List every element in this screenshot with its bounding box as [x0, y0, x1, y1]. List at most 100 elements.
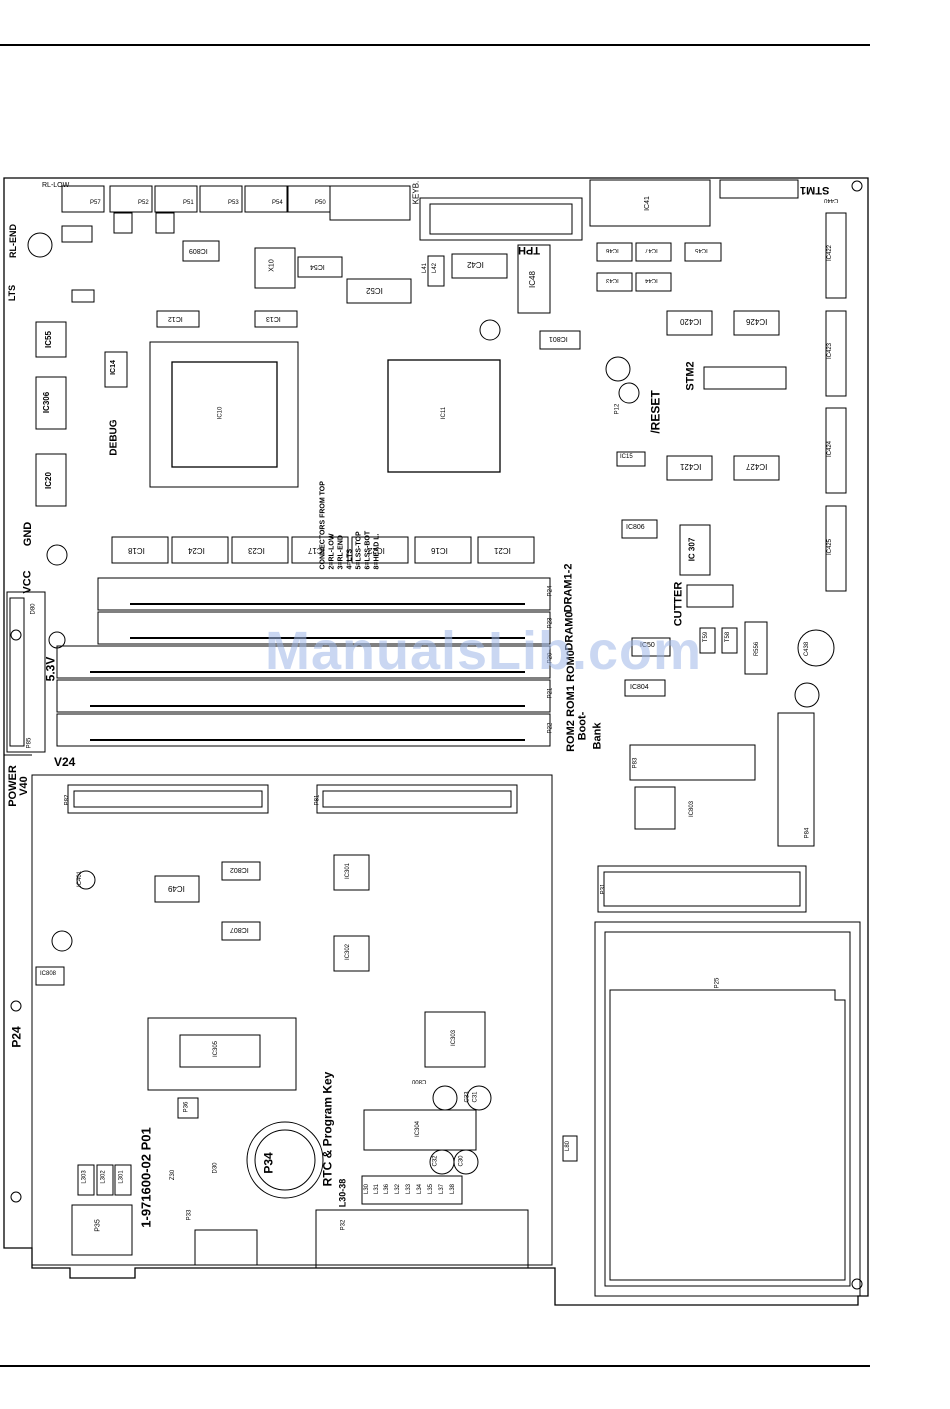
component-label: P21	[547, 687, 554, 699]
component-label: P81	[314, 794, 321, 806]
watermark: ManualsLib.com	[265, 621, 703, 681]
component-label: IC43	[606, 277, 619, 283]
label-rom2: ROM2	[564, 720, 577, 752]
component-label: L42	[432, 262, 439, 274]
coil-label: L30	[364, 1183, 371, 1195]
component-label: C30	[458, 1155, 465, 1167]
small-ics	[35, 212, 815, 847]
label-5v3: 5.3V	[43, 656, 58, 682]
label-boot: Boot-	[576, 711, 589, 741]
component-label: IC809	[189, 247, 208, 254]
connector-label: P52	[138, 200, 149, 206]
component-label: IC23	[248, 546, 265, 555]
component-label: IC 307	[687, 537, 697, 562]
component-label: IC803	[689, 800, 696, 818]
label-rl-end: RL-END	[8, 224, 18, 258]
component-label: IC49	[168, 884, 185, 893]
memory-slots	[56, 577, 551, 747]
component-label: IC304	[415, 1120, 422, 1138]
p81-connector	[316, 784, 518, 814]
component-label: IC52	[366, 286, 383, 295]
component-label: C33	[464, 1091, 471, 1103]
component-label: IC54	[310, 263, 325, 270]
component-label: L303	[81, 1170, 88, 1184]
label-dram12: DRAM1-2	[562, 563, 575, 613]
mount-hole	[10, 1000, 22, 1012]
label-debug: DEBUG	[108, 419, 120, 456]
component-label: IC16	[431, 546, 448, 555]
ic10-outer	[149, 341, 299, 488]
rtc-battery	[246, 1121, 324, 1199]
component-label: IC55	[43, 331, 53, 348]
component-label: P12	[614, 403, 621, 415]
label-v40: V40	[17, 776, 30, 796]
memory-ic-row	[111, 536, 535, 564]
component-label: L80	[565, 1140, 572, 1152]
connector-label: P53	[228, 200, 239, 206]
component-label: IC14	[109, 360, 117, 375]
coil-row	[361, 1175, 463, 1205]
component-label: P35	[94, 1219, 102, 1232]
component-label: IC808	[40, 971, 57, 977]
component-label: IC48	[527, 271, 537, 288]
component-label: IC303	[451, 1029, 458, 1047]
rtc-program-key-label: RTC & Program Key	[320, 1071, 335, 1187]
component-label: P22	[547, 722, 554, 734]
component-label: IC306	[42, 391, 52, 414]
component-label: P36	[183, 1101, 190, 1113]
ic10-inner	[171, 361, 278, 468]
coil-label: L35	[428, 1183, 435, 1195]
component-label: IC18	[128, 546, 145, 555]
mount-hole	[851, 1278, 863, 1290]
component-label: P25	[714, 977, 721, 989]
component-label: IC47	[645, 247, 658, 253]
component-label: IC427	[746, 462, 768, 471]
label-stm2: STM2	[684, 361, 697, 391]
component-label: D30	[212, 1162, 219, 1174]
component-label: IC12	[168, 315, 183, 322]
component-label: IC24	[188, 546, 205, 555]
label-rl-low: RL-LOW	[42, 182, 70, 189]
component-label: T58	[725, 631, 732, 643]
connectors-note-line: 3=RL-END	[337, 535, 345, 570]
component-label: IC11	[441, 406, 448, 420]
component-label: IC44	[645, 277, 658, 283]
component-label: IC301	[345, 862, 352, 880]
coil-label: L38	[450, 1183, 457, 1195]
component-label: P33	[186, 1209, 193, 1221]
label-l30-38: L30-38	[337, 1178, 348, 1208]
connector-label: P57	[90, 200, 101, 206]
component-label: C440	[824, 197, 839, 203]
component-label: IC425	[827, 538, 834, 556]
mount-hole	[479, 319, 501, 341]
component-label: C438	[804, 641, 811, 657]
component-label: IC302	[345, 943, 352, 961]
p31-connector	[597, 865, 807, 913]
label-vcc: VCC	[21, 570, 34, 594]
component-label: P85	[26, 737, 33, 749]
p82-connector	[67, 784, 269, 814]
label-tph: TPH	[518, 244, 540, 256]
label-p24: P24	[9, 1026, 24, 1048]
component-label: IC305	[213, 1040, 220, 1058]
connector-label: P54	[272, 200, 283, 206]
rl-low-sensor	[27, 232, 53, 258]
component-label: IC420	[680, 317, 702, 326]
label-lts: LTS	[7, 284, 18, 302]
connector-label: P51	[183, 200, 194, 206]
component-label: IC426	[746, 317, 768, 326]
component-label: IC802	[230, 866, 249, 873]
component-label: IC423	[827, 342, 834, 360]
component-label: P24	[547, 585, 554, 597]
component-label: IC807	[230, 926, 249, 933]
component-label: C800	[412, 1078, 427, 1084]
coil-label: L33	[406, 1183, 413, 1195]
component-label: D80	[30, 603, 37, 615]
component-label: Z30	[170, 1169, 177, 1181]
component-label: IC46	[606, 247, 619, 253]
component-label: P31	[600, 883, 607, 895]
component-label: IC20	[43, 472, 53, 489]
top-connectors	[61, 185, 583, 241]
component-label: IC41	[643, 196, 651, 211]
